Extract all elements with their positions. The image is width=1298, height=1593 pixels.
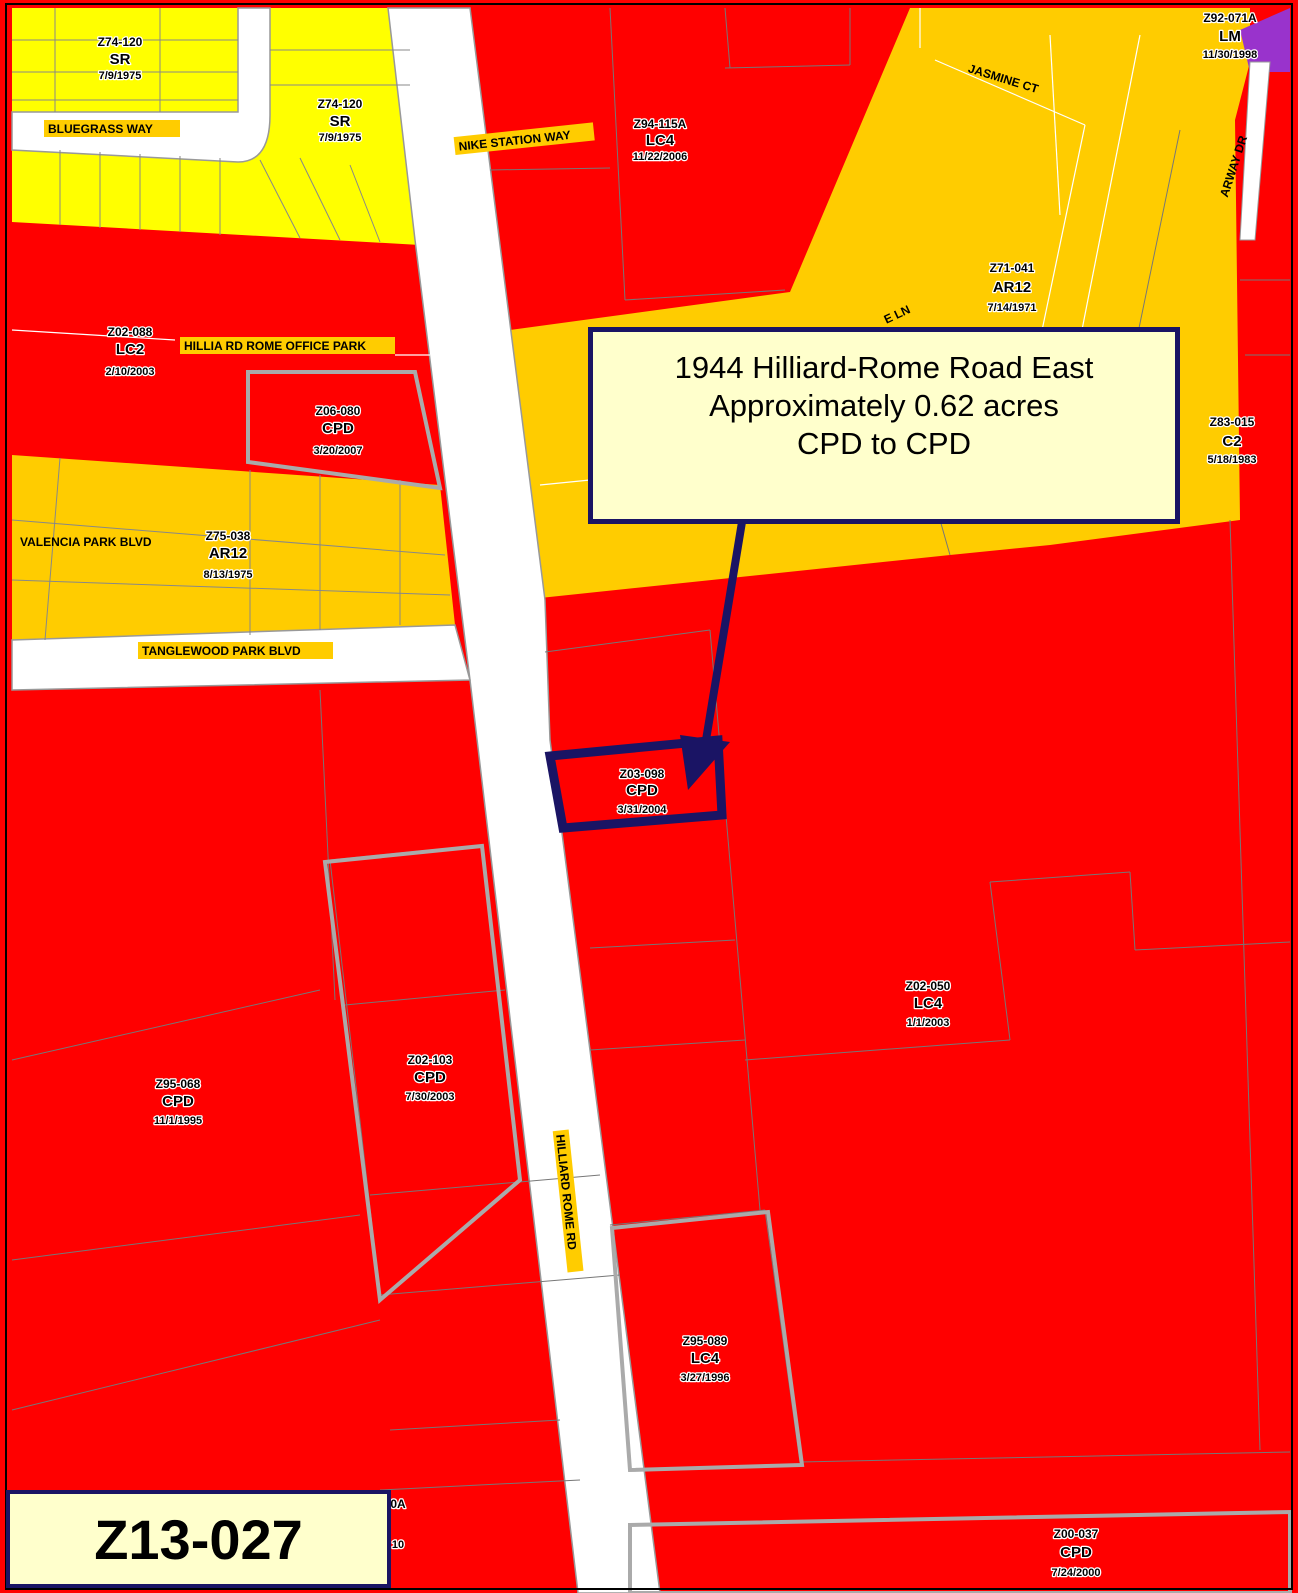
svg-text:3/27/1996: 3/27/1996 [681, 1372, 730, 1384]
svg-text:SR: SR [110, 51, 131, 68]
svg-text:Z94-115A: Z94-115A [634, 117, 687, 131]
svg-text:11/1/1995: 11/1/1995 [154, 1115, 202, 1127]
svg-text:Z74-120: Z74-120 [318, 97, 363, 111]
callout-arrow-line [702, 521, 746, 741]
callout-arrow-head [680, 735, 730, 790]
svg-text:Z92-071A: Z92-071A [1203, 11, 1257, 25]
street-labels: BLUEGRASS WAY NIKE STATION WAY JASMINE C… [20, 61, 1250, 1273]
airway-road [1239, 61, 1271, 241]
street-label-valencia: VALENCIA PARK BLVD [20, 535, 152, 549]
residential-lot-lines [11, 8, 451, 641]
svg-text:Z75-038: Z75-038 [206, 529, 251, 543]
svg-text:CPD: CPD [1060, 1544, 1092, 1561]
svg-text:LC4: LC4 [691, 1350, 720, 1367]
svg-text:Z83-015: Z83-015 [1210, 415, 1255, 429]
callout-zoning-change: CPD to CPD [797, 425, 971, 461]
svg-text:1/1/2003: 1/1/2003 [907, 1017, 950, 1029]
map-border [5, 3, 1293, 1590]
svg-text:3/20/2007: 3/20/2007 [314, 445, 363, 457]
svg-text:7/9/1975: 7/9/1975 [319, 132, 362, 144]
subject-parcel-outline [544, 735, 727, 833]
svg-text:C2: C2 [1222, 433, 1241, 450]
svg-text:LC4: LC4 [646, 132, 675, 149]
callout-acreage: Approximately 0.62 acres [709, 387, 1059, 423]
zone-label-z00-037: Z00-037 CPD 7/24/2000 [1050, 1526, 1101, 1581]
svg-text:CPD: CPD [414, 1069, 446, 1086]
zone-label-z71-041: Z71-041 AR12 7/14/1971 [986, 260, 1037, 316]
street-label-tanglewood: TANGLEWOOD PARK BLVD [142, 644, 301, 658]
zone-label-z74-120-b: Z74-120 SR 7/9/1975 [316, 96, 364, 146]
hilliard-rome-road [387, 7, 661, 1593]
svg-text:Z02-103: Z02-103 [408, 1053, 453, 1067]
svg-text:Z02-088: Z02-088 [108, 325, 153, 339]
svg-text:CPD: CPD [162, 1093, 194, 1110]
zone-label-z75-038: Z75-038 AR12 8/13/1975 [202, 528, 253, 583]
svg-text:2/10/2003: 2/10/2003 [106, 366, 155, 378]
zone-label-z03-098: Z03-098 CPD 3/31/2004 [616, 766, 668, 818]
svg-text:Z02-050: Z02-050 [906, 979, 951, 993]
street-label-hilliard-office: HILLIA RD ROME OFFICE PARK [184, 339, 366, 353]
svg-text:Z00-037: Z00-037 [1054, 1527, 1099, 1541]
svg-text:Z95-089: Z95-089 [683, 1334, 728, 1348]
svg-text:Z95-068: Z95-068 [156, 1077, 201, 1091]
zone-label-z74-120-a: Z74-120 SR 7/9/1975 [96, 34, 144, 84]
svg-text:Z06-080: Z06-080 [316, 404, 361, 418]
site-callout-box: 1944 Hilliard-Rome Road East Approximate… [588, 327, 1180, 524]
svg-text:11/22/2006: 11/22/2006 [633, 151, 687, 163]
apartment-lot-lines [11, 8, 1141, 486]
svg-text:AR12: AR12 [993, 279, 1031, 296]
svg-text:LC4: LC4 [914, 995, 943, 1012]
svg-text:LC2: LC2 [116, 341, 144, 358]
street-label-bluegrass: BLUEGRASS WAY [48, 122, 153, 136]
zoning-boundaries [246, 370, 1292, 1593]
svg-text:5/18/1983: 5/18/1983 [1208, 454, 1257, 466]
svg-text:11/30/1998: 11/30/1998 [1203, 49, 1257, 61]
zone-label-z02-088: Z02-088 LC2 2/10/2003 [104, 324, 155, 380]
svg-text:SR: SR [330, 113, 351, 130]
case-number-box: Z13-027 [6, 1490, 391, 1588]
svg-text:LM: LM [1219, 28, 1241, 45]
svg-text:AR12: AR12 [209, 545, 247, 562]
zone-label-partial: 0A 10 [389, 1496, 407, 1553]
svg-text:7/30/2003: 7/30/2003 [406, 1091, 455, 1103]
zone-lm-area [1240, 8, 1290, 72]
svg-text:Z71-041: Z71-041 [990, 261, 1035, 275]
svg-text:3/31/2004: 3/31/2004 [618, 804, 668, 816]
zone-ar12-west-area [12, 455, 455, 640]
zone-label-z02-050: Z02-050 LC4 1/1/2003 [904, 978, 952, 1031]
svg-text:0A: 0A [390, 1497, 406, 1511]
svg-text:7/14/1971: 7/14/1971 [988, 302, 1037, 314]
zone-label-z02-103: Z02-103 CPD 7/30/2003 [404, 1052, 455, 1105]
svg-text:CPD: CPD [626, 782, 658, 799]
svg-text:7/9/1975: 7/9/1975 [99, 70, 142, 82]
case-number: Z13-027 [94, 1507, 303, 1571]
zone-label-z06-080: Z06-080 CPD 3/20/2007 [312, 403, 363, 459]
svg-text:10: 10 [392, 1539, 404, 1551]
svg-text:Z03-098: Z03-098 [620, 767, 665, 781]
zone-label-z83-015: Z83-015 C2 5/18/1983 [1206, 414, 1257, 468]
svg-text:8/13/1975: 8/13/1975 [204, 569, 253, 581]
svg-text:CPD: CPD [322, 420, 354, 437]
zone-label-z95-089: Z95-089 LC4 3/27/1996 [679, 1333, 730, 1386]
svg-text:Z74-120: Z74-120 [98, 35, 143, 49]
zone-label-z94-115a: Z94-115A LC4 11/22/2006 [632, 116, 689, 165]
callout-address: 1944 Hilliard-Rome Road East [674, 349, 1094, 385]
zone-label-z92-071a: Z92-071A LM 11/30/1998 [1202, 10, 1259, 63]
svg-text:7/24/2000: 7/24/2000 [1052, 1567, 1101, 1579]
zone-label-z95-068: Z95-068 CPD 11/1/1995 [153, 1076, 204, 1129]
